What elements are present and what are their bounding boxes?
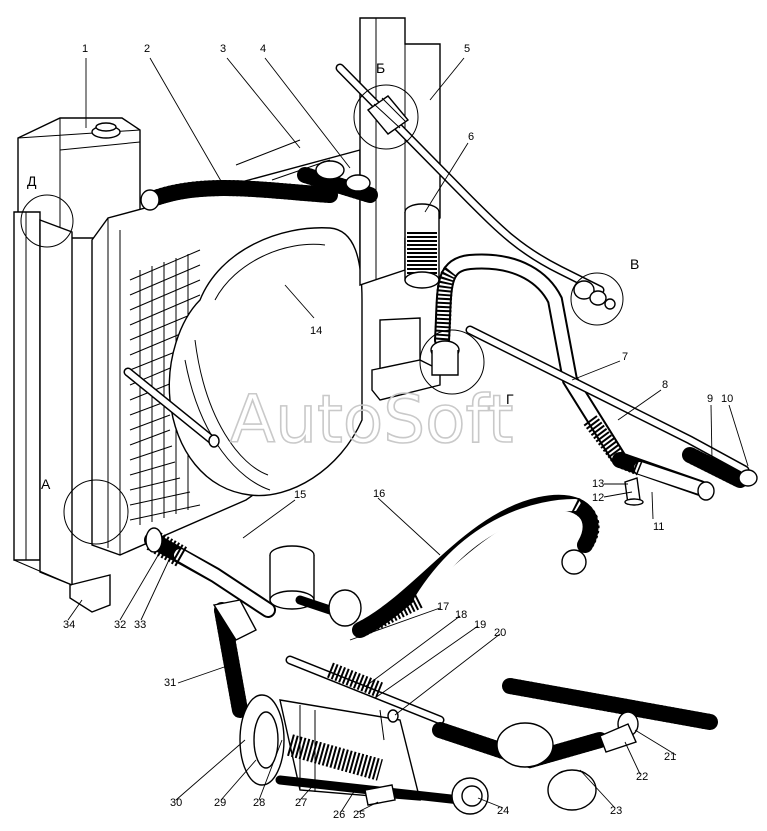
callout-34: 34 — [63, 619, 75, 631]
upper-radiator-hose — [140, 139, 378, 211]
fan-shroud — [123, 227, 363, 497]
callout-28: 28 — [253, 797, 265, 809]
callout-14: 14 — [310, 325, 322, 337]
callout-19: 19 — [474, 619, 486, 631]
callout-20: 20 — [494, 627, 506, 639]
callout-17: 17 — [437, 601, 449, 613]
callout-7: 7 — [622, 351, 628, 363]
lower-radiator-hose — [144, 527, 362, 627]
detail-letter-b: Б — [376, 60, 385, 76]
detail-letters: Д Б В А Г — [27, 60, 639, 492]
callout-10: 10 — [721, 393, 733, 405]
callout-24: 24 — [497, 805, 509, 817]
callout-12: 12 — [592, 492, 604, 504]
callout-8: 8 — [662, 379, 668, 391]
callout-4: 4 — [260, 43, 266, 55]
callout-5: 5 — [464, 43, 470, 55]
callout-22: 22 — [636, 771, 648, 783]
detail-letter-g: Г — [506, 391, 514, 407]
callout-29: 29 — [214, 797, 226, 809]
callout-3: 3 — [220, 43, 226, 55]
callout-30: 30 — [170, 797, 182, 809]
feed-pipe — [212, 599, 257, 718]
thermostat-housing — [404, 203, 628, 468]
exhaust-pipe — [502, 678, 718, 753]
callout-1: 1 — [82, 43, 88, 55]
return-hose — [352, 494, 600, 638]
detail-letter-a: А — [41, 476, 51, 492]
heater-supply-lines — [465, 325, 758, 506]
callout-26: 26 — [333, 809, 345, 821]
callout-16: 16 — [373, 488, 385, 500]
callout-11: 11 — [653, 521, 664, 533]
callout-15: 15 — [294, 489, 306, 501]
detail-letter-d: Д — [27, 173, 37, 189]
vent-line — [335, 63, 616, 310]
callout-31: 31 — [164, 677, 176, 689]
pre-heater-unit — [239, 655, 608, 815]
callout-25: 25 — [353, 809, 365, 821]
leader-lines — [67, 57, 749, 813]
callout-9: 9 — [707, 393, 713, 405]
callout-27: 27 — [295, 797, 307, 809]
callout-21: 21 — [664, 751, 676, 763]
callout-2: 2 — [144, 43, 150, 55]
detail-letter-v: В — [630, 256, 639, 272]
callout-13: 13 — [592, 478, 604, 490]
watermark: AutoSoft — [230, 381, 513, 458]
callout-23: 23 — [610, 805, 622, 817]
callout-numbers: 1 2 3 4 5 6 7 8 9 10 11 12 13 14 15 16 1… — [63, 43, 733, 821]
callout-33: 33 — [134, 619, 146, 631]
detail-circles — [20, 84, 624, 545]
callout-6: 6 — [468, 131, 474, 143]
callout-18: 18 — [455, 609, 467, 621]
callout-32: 32 — [114, 619, 126, 631]
